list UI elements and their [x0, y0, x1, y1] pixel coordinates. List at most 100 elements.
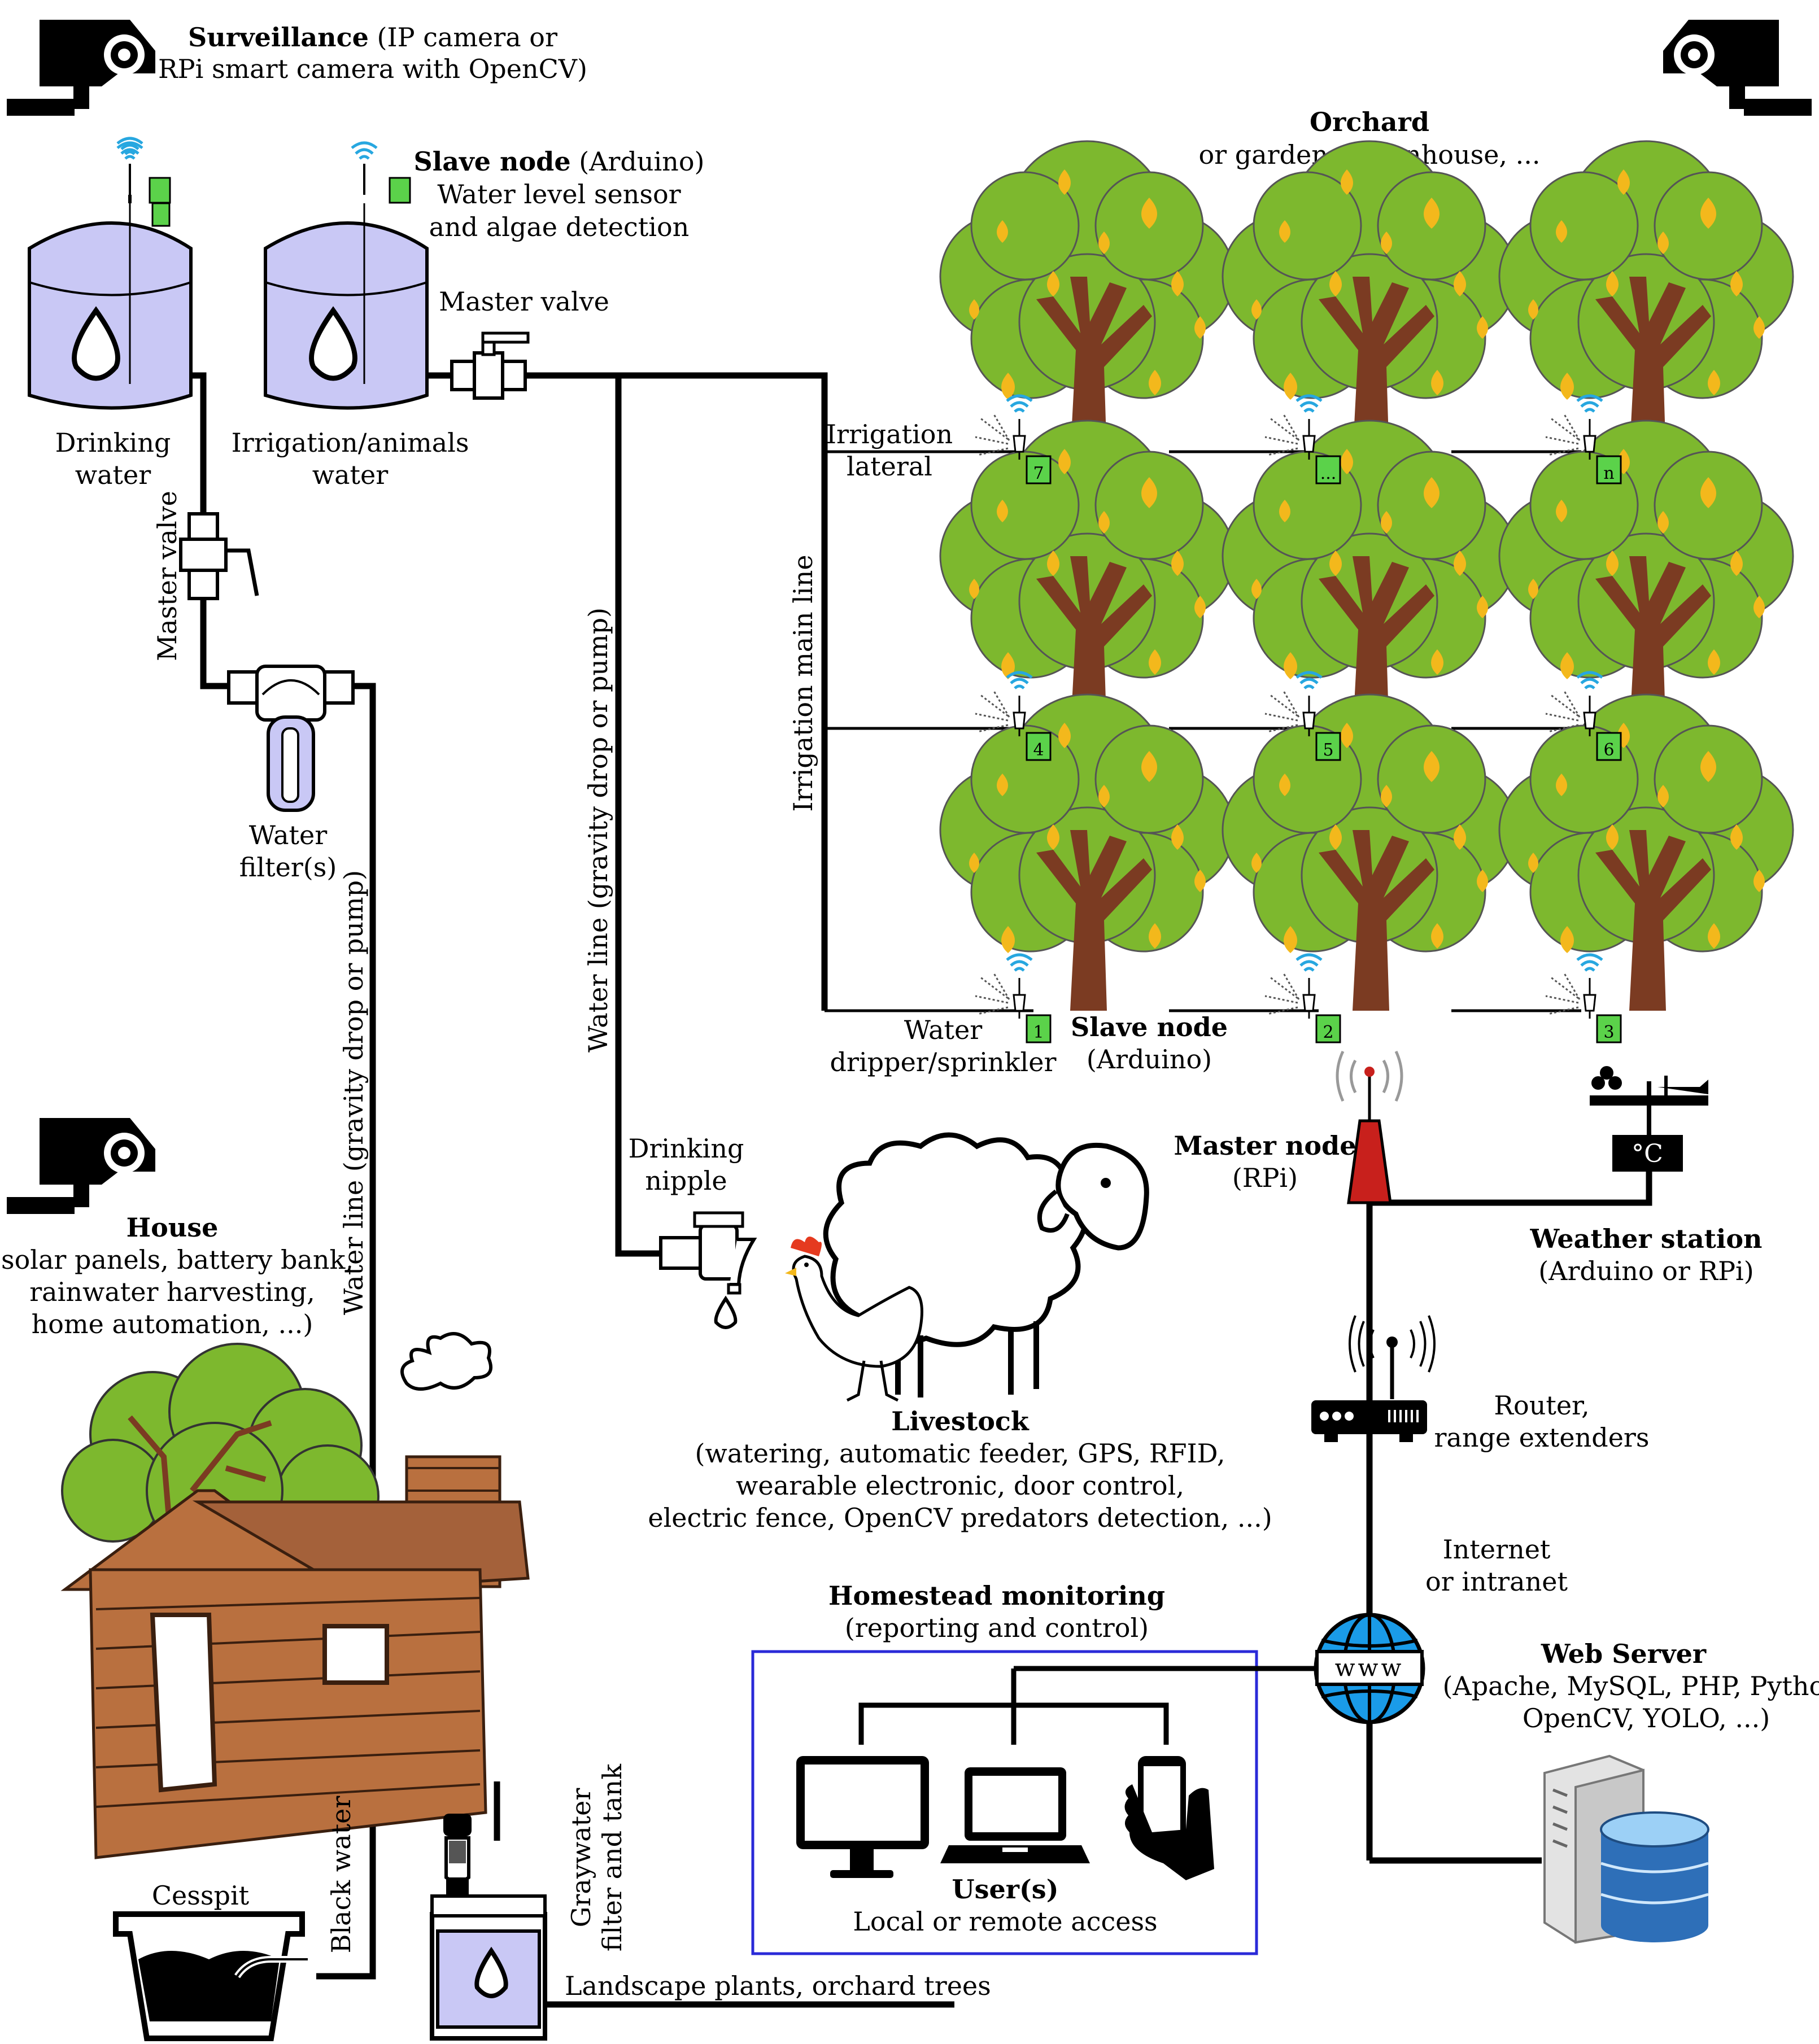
slave-nodes: 7 ... n 4 5 6 1 2 3 [1026, 455, 1622, 1043]
water-filter-label-2: filter(s) [239, 852, 337, 883]
svg-text:1: 1 [1033, 1023, 1044, 1042]
house-title: House [126, 1212, 219, 1243]
master-valve-side-label: Master valve [152, 491, 182, 661]
globe-icon: www [1314, 1613, 1425, 1724]
slave-node: 1 [1026, 1014, 1052, 1043]
tank-drinking [28, 138, 193, 410]
router-icon [1311, 1315, 1436, 1442]
slave-node-top-line3: and algae detection [429, 212, 690, 242]
graywater-label-1: Graywater [566, 1788, 596, 1928]
irrigation-water-label-2: water [312, 460, 389, 490]
slave-node: 6 [1596, 732, 1622, 761]
sprinkler-icon [975, 955, 1032, 1019]
monitoring-subtitle: (reporting and control) [845, 1613, 1149, 1643]
camera-icon [7, 1118, 155, 1214]
livestock-title: Livestock [891, 1406, 1030, 1436]
weather-station-icon: °C [1590, 1066, 1708, 1172]
house-line2: (solar panels, battery bank, [0, 1244, 354, 1275]
router-label-1: Router, [1494, 1390, 1589, 1421]
master-valve-top-label: Master valve [439, 286, 609, 317]
livestock-line4: electric fence, OpenCV predators detecti… [648, 1503, 1272, 1533]
monitoring-title: Homestead monitoring [828, 1580, 1165, 1611]
orchard-title: Orchard [1310, 107, 1429, 137]
graywater-label-2: filter and tank [597, 1763, 627, 1951]
smartphone-icon[interactable] [1124, 1756, 1215, 1880]
livestock-line2: (watering, automatic feeder, GPS, RFID, [695, 1438, 1225, 1469]
tree-icon [939, 420, 1235, 738]
svg-text:...: ... [1320, 464, 1337, 483]
web-server-title: Web Server [1541, 1639, 1707, 1669]
temperature-display: °C [1632, 1139, 1663, 1168]
svg-text:7: 7 [1033, 464, 1044, 483]
svg-text:4: 4 [1033, 740, 1044, 760]
tree-icon [1498, 693, 1794, 1012]
slave-node: 2 [1315, 1014, 1341, 1043]
slave-node: 7 [1026, 455, 1052, 484]
tree-icon [939, 140, 1235, 458]
house-line4: home automation, ...) [32, 1309, 313, 1339]
surveillance-detail: RPi smart camera with OpenCV) [158, 54, 587, 84]
tank-sensor-node [149, 177, 171, 204]
svg-text:3: 3 [1603, 1023, 1614, 1042]
users-subtitle: Local or remote access [853, 1906, 1157, 1937]
slave-node-bottom-title: Slave node [1071, 1012, 1228, 1042]
sprinkler-icon [975, 672, 1032, 736]
web-server-line3: OpenCV, YOLO, ...) [1523, 1703, 1770, 1733]
drinking-water-label-2: water [75, 460, 151, 490]
sheep-icon [823, 1132, 1149, 1397]
master-node-title: Master node [1174, 1130, 1356, 1161]
dripper-label-1: Water [904, 1015, 982, 1045]
laptop-icon[interactable] [940, 1767, 1090, 1863]
water-filter [227, 665, 355, 812]
tank-irrigation [264, 143, 429, 410]
livestock-line3: wearable electronic, door control, [736, 1470, 1184, 1501]
master-valve-side [179, 512, 259, 600]
slave-node: n [1596, 455, 1622, 484]
slave-node-top-label: Slave node (Arduino) [414, 146, 705, 177]
cesspit-icon [113, 1911, 308, 2041]
tree-icon [1498, 140, 1794, 458]
sprinkler-icon [1265, 672, 1321, 736]
monitoring-panel [751, 1650, 1316, 1955]
slave-node-bottom-subtitle: (Arduino) [1087, 1044, 1212, 1075]
irrigation-lateral-label-2: lateral [847, 451, 932, 482]
svg-text:2: 2 [1323, 1023, 1333, 1042]
router-label-2: range extenders [1434, 1422, 1649, 1453]
sprinkler-icon [1546, 672, 1602, 736]
landscape-label: Landscape plants, orchard trees [565, 1971, 991, 2001]
graywater-tank-icon [430, 1814, 547, 2041]
drinking-nipple-icon [659, 1211, 757, 1329]
tree-icon [939, 693, 1235, 1012]
sprinkler-icon [1265, 396, 1321, 460]
surveillance-label: Surveillance (IP camera or [188, 22, 557, 53]
dripper-label-2: dripper/sprinkler [830, 1047, 1057, 1077]
tree-icon [1498, 420, 1794, 738]
water-line-left-label: Water line (gravity drop or pump) [338, 870, 369, 1315]
drinking-water-label-1: Drinking [55, 427, 171, 458]
master-node-subtitle: (RPi) [1232, 1163, 1298, 1193]
sprinkler-icon [1546, 955, 1602, 1019]
server-icon [1543, 1754, 1709, 1944]
sprinkler-icon [975, 396, 1032, 460]
irrigation-water-label-1: Irrigation/animals [232, 427, 469, 458]
master-node-icon [1336, 1050, 1403, 1204]
water-line-mid-label: Water line (gravity drop or pump) [583, 608, 613, 1052]
desktop-icon[interactable] [796, 1756, 929, 1878]
master-valve-top [450, 331, 530, 400]
chicken-icon [785, 1237, 923, 1402]
tree-icon [1222, 140, 1517, 458]
sprinkler-icon [1546, 396, 1602, 460]
irrigation-lateral-label-1: Irrigation [826, 419, 953, 449]
drinking-nipple-label-1: Drinking [629, 1133, 744, 1164]
water-filter-label-1: Water [249, 820, 327, 850]
svg-text:6: 6 [1603, 740, 1614, 760]
slave-node-top-line2: Water level sensor [437, 179, 681, 209]
orchard-trees [939, 140, 1794, 1012]
irrigation-main-label: Irrigation main line [788, 554, 818, 811]
tree-icon [1222, 693, 1517, 1012]
slave-node: 3 [1596, 1014, 1622, 1043]
weather-station-subtitle: (Arduino or RPi) [1538, 1256, 1753, 1286]
internet-label-1: Internet [1443, 1534, 1551, 1565]
house-icon [60, 1332, 530, 1859]
